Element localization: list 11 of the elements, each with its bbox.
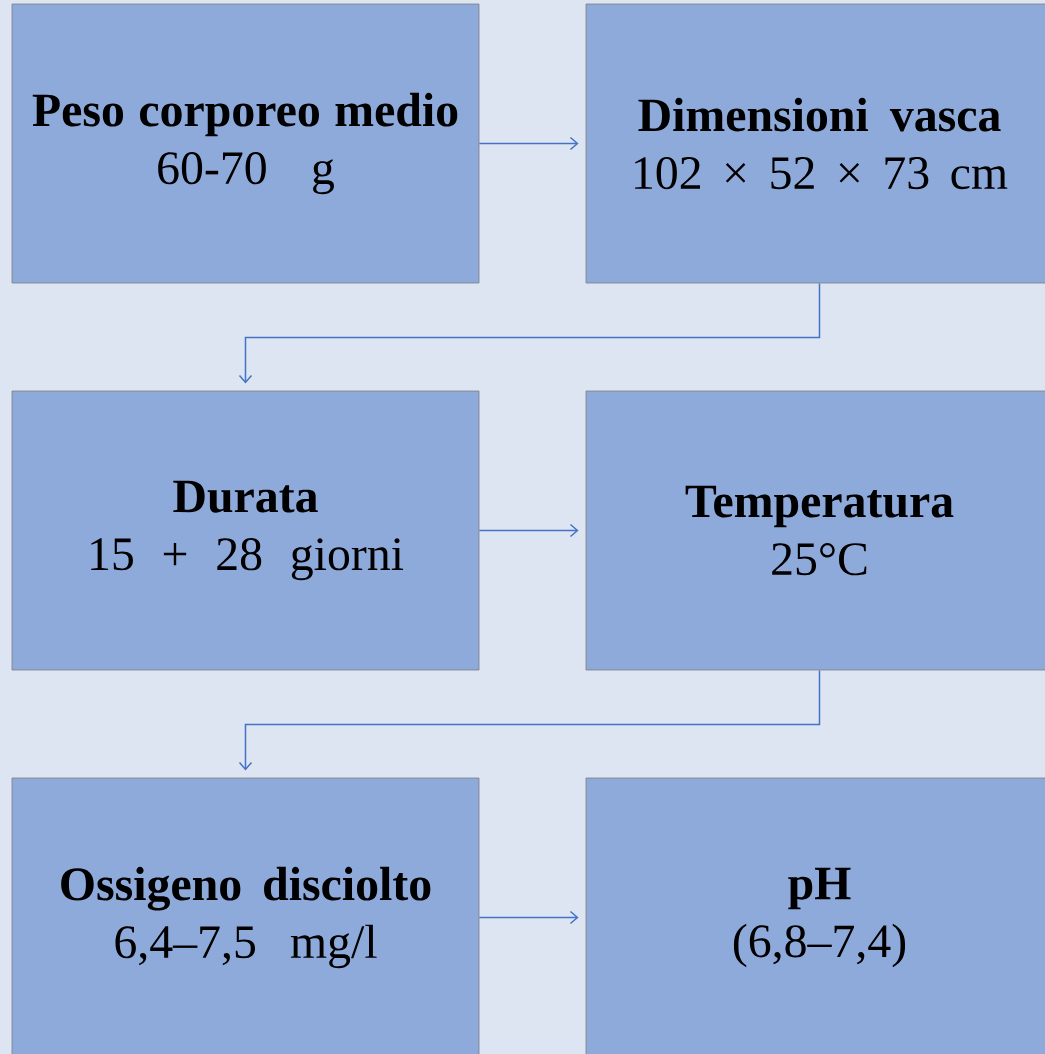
process-box: Ossigeno disciolto 6,4–7,5 mg/l — [11, 777, 480, 1054]
process-box: Temperatura 25°C — [585, 390, 1045, 671]
arrow — [478, 136, 579, 151]
arrow — [238, 282, 821, 384]
arrow — [478, 523, 579, 538]
process-box: pH (6,8–7,4) — [585, 777, 1045, 1054]
process-box: Dimensioni vasca 102 × 52 × 73 cm — [585, 3, 1045, 284]
arrow — [478, 910, 579, 925]
arrow — [238, 669, 821, 771]
process-box: Peso corporeo medio 60-70 g — [11, 3, 480, 284]
process-box: Durata 15 + 28 giorni — [11, 390, 480, 671]
